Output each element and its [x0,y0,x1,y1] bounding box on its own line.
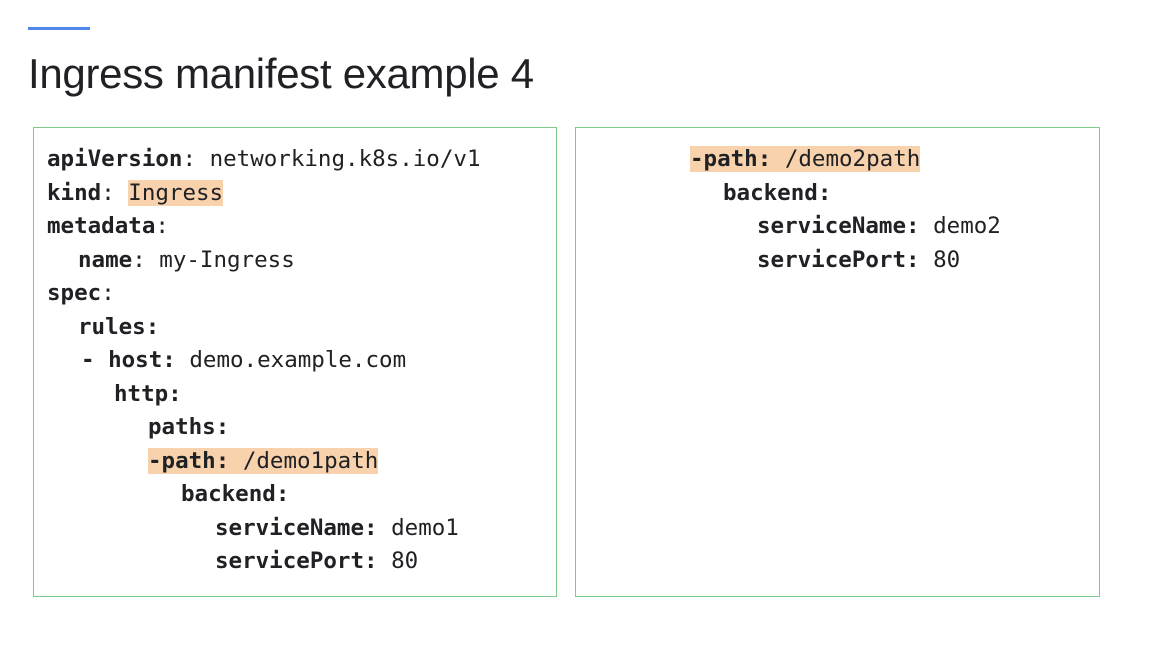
code-line-kind: kind: Ingress [47,177,556,211]
yaml-key: - host: [81,347,176,373]
yaml-key: rules: [78,313,160,340]
yaml-value: demo.example.com [189,347,407,373]
yaml-separator: : [101,179,129,206]
yaml-separator: : [132,246,160,273]
highlighted-path-entry: -path: /demo2path [690,146,921,172]
code-line-path-demo2: -path: /demo2path [576,143,1099,177]
code-line-backend: backend: [47,478,556,512]
yaml-value: 80 [391,548,419,574]
yaml-key: http: [114,380,182,407]
yaml-key: spec [47,280,102,306]
code-line-name: name: my-Ingress [47,244,556,278]
yaml-value: demo2 [933,213,1001,239]
code-line-rules: rules: [47,311,556,345]
yaml-key: apiVersion [47,146,183,172]
highlighted-kind-value: Ingress [128,179,224,206]
yaml-key: kind [47,179,102,206]
code-line-path-demo1: -path: /demo1path [47,445,556,479]
yaml-value: 80 [933,246,961,273]
title-accent-bar [28,27,90,30]
yaml-key: paths: [148,414,230,440]
code-line-metadata: metadata: [47,210,556,244]
code-line-apiversion: apiVersion: networking.k8s.io/v1 [47,143,556,177]
yaml-key: servicePort: [757,246,920,273]
yaml-key: -path: [690,146,772,172]
highlighted-path-entry: -path: /demo1path [148,447,379,474]
code-line-serviceport: servicePort: 80 [47,545,556,579]
yaml-key: servicePort: [215,548,378,574]
yaml-value: demo1 [391,514,459,541]
manifest-code-panel-right: -path: /demo2path backend: serviceName: … [575,127,1100,597]
code-line-host: - host: demo.example.com [47,344,556,378]
yaml-value: /demo1path [242,447,379,474]
code-line-paths: paths: [47,411,556,445]
code-line-http: http: [47,378,556,412]
yaml-value: networking.k8s.io/v1 [209,146,481,172]
yaml-key: metadata [47,213,156,239]
yaml-separator: : [155,213,169,239]
code-line-servicename: serviceName: demo1 [47,512,556,546]
code-line-serviceport: servicePort: 80 [576,244,1099,278]
slide-title: Ingress manifest example 4 [28,50,534,97]
yaml-key: -path: [148,447,230,474]
yaml-separator: : [182,146,210,172]
yaml-key: backend: [181,481,290,507]
manifest-code-panel-left: apiVersion: networking.k8s.io/v1 kind: I… [33,127,557,597]
yaml-separator: : [101,280,115,306]
code-line-spec: spec: [47,277,556,311]
yaml-value: my-Ingress [159,246,295,273]
code-line-servicename: serviceName: demo2 [576,210,1099,244]
code-line-backend: backend: [576,177,1099,211]
yaml-value: /demo2path [784,146,921,172]
yaml-key: serviceName: [757,213,920,239]
yaml-key: backend: [723,179,832,206]
yaml-key: serviceName: [215,514,378,541]
yaml-key: name [78,246,133,273]
